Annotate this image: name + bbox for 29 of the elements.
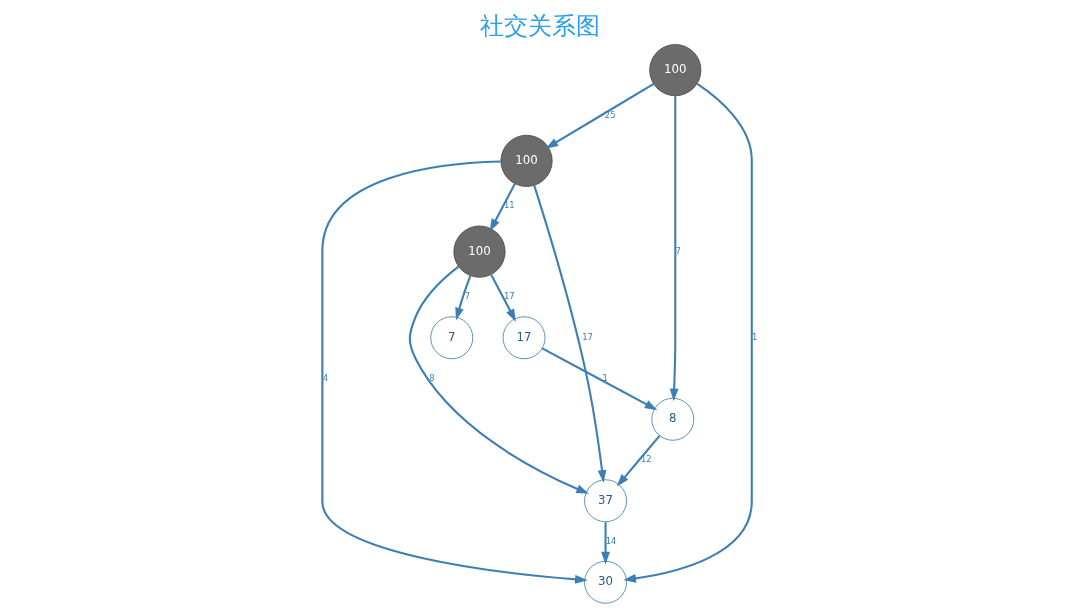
edge-label: 1: [602, 372, 608, 383]
arrow: [541, 347, 658, 411]
edge-label: 1: [752, 331, 758, 342]
arrow: [669, 95, 679, 402]
arrow: [321, 160, 588, 584]
arrow: [489, 183, 516, 232]
node-circle: 30: [584, 560, 627, 604]
node-circle: 17: [502, 316, 546, 360]
arrow: [533, 185, 607, 483]
edge-label: 17: [582, 331, 593, 342]
edge-label: 17: [503, 291, 515, 302]
node-circle: 8: [651, 397, 695, 441]
arrow: [455, 275, 472, 321]
diagram-title: 社交关系图: [480, 11, 600, 40]
edge-label: 4: [322, 372, 328, 383]
node-circle: 100: [649, 44, 702, 97]
node-circle: 100: [453, 225, 506, 278]
arrow: [616, 435, 661, 487]
node-circle: 7: [430, 316, 474, 360]
edge-label: 7: [675, 245, 681, 256]
edge-label: 7: [464, 291, 470, 302]
arrow: [490, 274, 516, 322]
edge-label: 8: [429, 372, 435, 383]
node-circle: 37: [584, 479, 627, 523]
arrow: [408, 265, 589, 494]
arrow: [601, 522, 610, 565]
arrow: [623, 83, 753, 583]
arrow: [545, 83, 655, 149]
node-circle: 100: [500, 134, 553, 187]
